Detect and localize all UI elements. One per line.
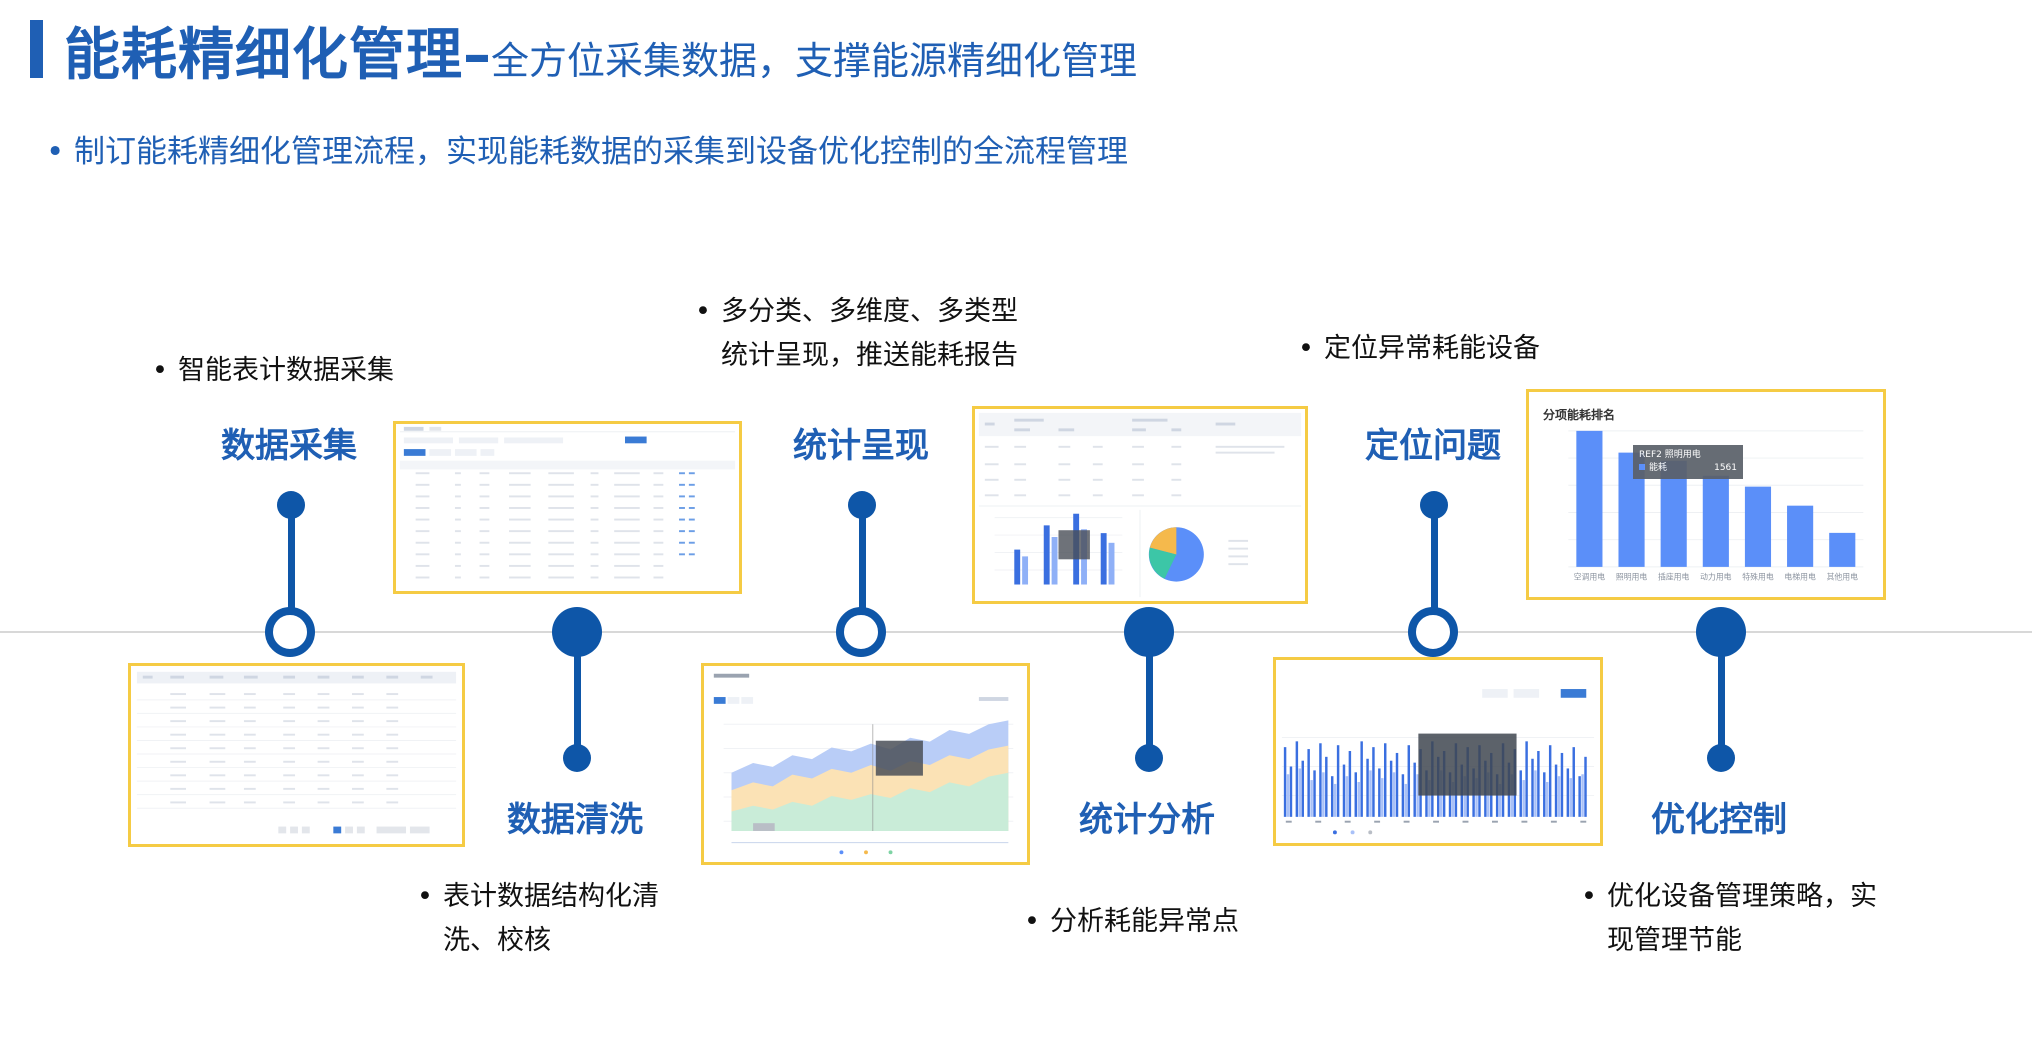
step-bullet-3: • 多分类、多维度、多类型 统计呈现，推送能耗报告	[695, 290, 1018, 378]
ranking-category-label: 插座用电	[1658, 572, 1690, 582]
ranking-bar	[1576, 430, 1603, 567]
bullet-dot: •	[152, 355, 168, 386]
bullet-dot: •	[46, 134, 65, 170]
ranking-bar	[1702, 475, 1729, 567]
step-label-5: 定位问题	[1365, 426, 1501, 466]
ranking-bar	[1744, 486, 1772, 567]
step-bullet-5: • 定位异常耗能设备	[1298, 327, 1540, 371]
node-knob-2	[563, 744, 591, 772]
page-title: 能耗精细化管理–全方位采集数据，支撑能源精细化管理	[64, 10, 1137, 91]
node-knob-6	[1707, 744, 1735, 772]
ranking-tooltip: REF2 照明用电 能耗 1561	[1633, 445, 1743, 479]
data-cleaning-table-screenshot	[393, 421, 742, 594]
node-stem-5	[1431, 505, 1438, 611]
tooltip-row: 能耗 1561	[1639, 462, 1737, 475]
bullet-line: 统计呈现，推送能耗报告	[721, 340, 1018, 371]
step-label-2: 数据清洗	[507, 800, 643, 840]
anomaly-bar-chart-screenshot	[1273, 657, 1603, 846]
node-stem-4	[1146, 650, 1153, 758]
ranking-category-label: 照明用电	[1616, 572, 1648, 582]
timeline-line	[0, 631, 2032, 633]
node-ring-3	[836, 607, 886, 657]
ranking-bar	[1787, 505, 1814, 567]
step-label-6: 优化控制	[1651, 800, 1787, 840]
tooltip-title: REF2 照明用电	[1639, 450, 1701, 460]
bullet-dot: •	[1024, 906, 1040, 937]
ranking-category-label: 特殊用电	[1742, 572, 1774, 582]
step-bullet-4: • 分析耗能异常点	[1024, 900, 1239, 944]
tooltip-label: 能耗	[1649, 463, 1668, 473]
title-main: 能耗精细化管理	[64, 23, 463, 88]
tooltip-swatch	[1639, 464, 1645, 470]
area-chart-graphic	[713, 673, 1014, 855]
ranking-category-label: 其他用电	[1827, 572, 1859, 582]
meter-data-table-screenshot	[128, 663, 465, 847]
intro-label: 制订能耗精细化管理流程，实现能耗数据的采集到设备优化控制的全流程管理	[74, 134, 1128, 170]
bullet-dot: •	[695, 296, 711, 327]
step-bullet-2: • 表计数据结构化清 洗、校核	[417, 875, 659, 963]
bullet-line: 表计数据结构化清	[443, 881, 659, 912]
bullet-line: 智能表计数据采集	[178, 355, 394, 386]
bullet-line: 多分类、多维度、多类型	[721, 296, 1018, 327]
ranking-category-label: 电梯用电	[1784, 572, 1816, 582]
step-bullet-1: • 智能表计数据采集	[152, 349, 394, 393]
node-disc-6	[1696, 607, 1746, 657]
anomaly-bar-graphic	[1281, 689, 1595, 835]
node-stem-1	[288, 505, 295, 611]
bullet-line: 现管理节能	[1607, 925, 1742, 956]
title-accent-bar	[30, 20, 43, 78]
bullet-dot: •	[417, 881, 433, 912]
ranking-bar	[1829, 532, 1856, 567]
node-ring-5	[1408, 607, 1458, 657]
bullet-line: 分析耗能异常点	[1050, 906, 1239, 937]
cleaning-table-graphic	[399, 426, 736, 579]
node-stem-6	[1718, 650, 1725, 758]
step-bullet-6: • 优化设备管理策略，实 现管理节能	[1581, 875, 1877, 963]
node-disc-2	[552, 607, 602, 657]
meter-table-graphic	[136, 671, 457, 834]
node-knob-4	[1135, 744, 1163, 772]
bullet-line: 优化设备管理策略，实	[1607, 881, 1877, 912]
title-separator: –	[463, 23, 491, 88]
ranking-category-label: 动力用电	[1700, 572, 1732, 582]
bullet-dot: •	[1298, 333, 1314, 364]
node-stem-2	[574, 650, 581, 758]
ranking-bar-chart: 空调用电照明用电插座用电动力用电特殊用电电梯用电 其他用电	[1568, 430, 1864, 582]
bullet-dot: •	[1581, 881, 1597, 912]
ranking-category-label: 空调用电	[1574, 572, 1606, 582]
trend-area-chart-screenshot	[701, 663, 1030, 865]
intro-text: •制订能耗精细化管理流程，实现能耗数据的采集到设备优化控制的全流程管理	[46, 126, 1128, 171]
title-subtitle: 全方位采集数据，支撑能源精细化管理	[491, 39, 1138, 83]
step-label-1: 数据采集	[221, 426, 357, 466]
energy-ranking-chart-screenshot: 分项能耗排名 空调用电照明用电插座用电动力用电特殊用电电梯用电 其他用电 REF2…	[1526, 389, 1886, 600]
ranking-chart-title: 分项能耗排名	[1543, 408, 1616, 422]
bullet-line: 定位异常耗能设备	[1324, 333, 1540, 364]
statistics-report-graphic	[978, 412, 1302, 598]
bullet-line: 洗、校核	[443, 925, 551, 956]
step-label-4: 统计分析	[1079, 800, 1215, 840]
node-disc-4	[1124, 607, 1174, 657]
node-ring-1	[265, 607, 315, 657]
node-stem-3	[859, 505, 866, 611]
step-label-3: 统计呈现	[793, 426, 929, 466]
tooltip-value: 1561	[1714, 463, 1737, 473]
statistics-report-screenshot	[972, 406, 1308, 604]
